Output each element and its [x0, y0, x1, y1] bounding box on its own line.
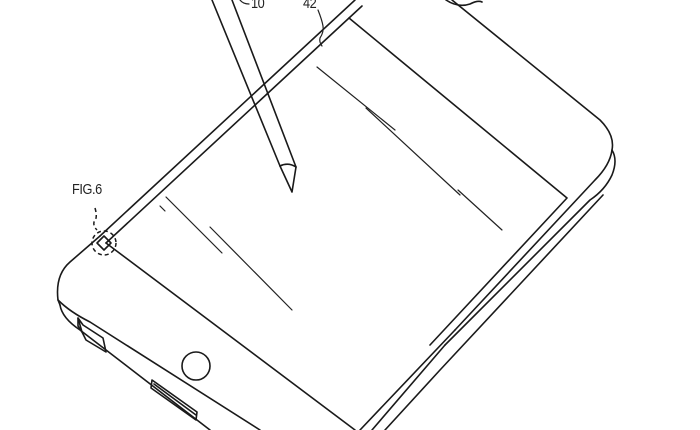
- stylus: [211, 0, 297, 193]
- device-body: [56, 0, 616, 430]
- side-port: [77, 317, 107, 353]
- ref-42-leader: [317, 9, 324, 47]
- screen-reflection: [159, 66, 503, 311]
- fig6-callout: [91, 207, 117, 256]
- screen-edge-reference-label: 42: [303, 0, 317, 12]
- speaker-grille: [150, 379, 198, 421]
- home-button: [181, 351, 211, 381]
- fig6-callout-label: FIG.6: [72, 181, 102, 198]
- stylus-reference-label: 10: [251, 0, 265, 12]
